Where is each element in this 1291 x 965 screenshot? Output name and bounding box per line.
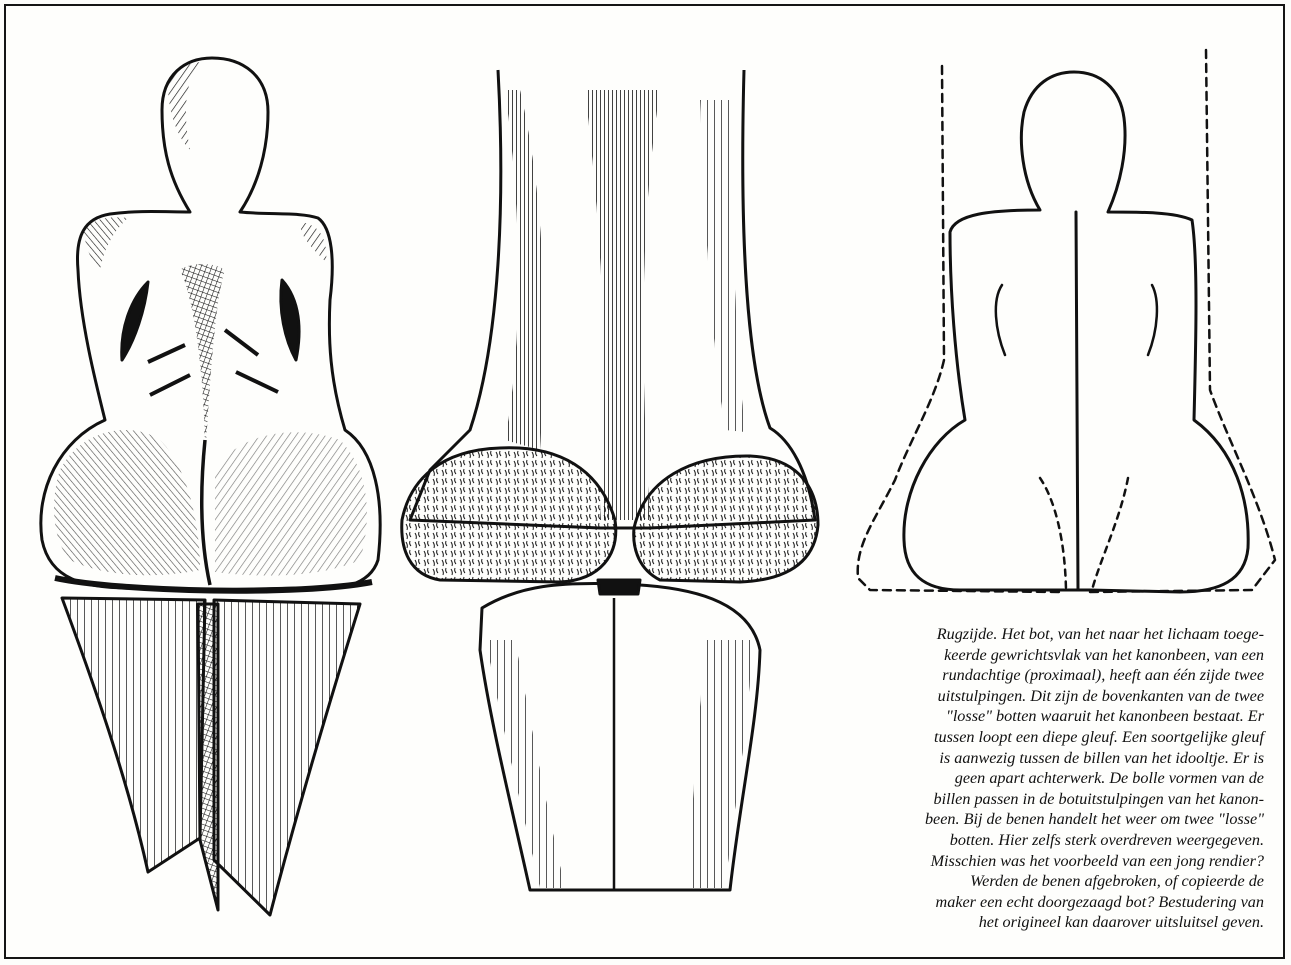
caption-line: Misschien was het voorbeeld van een jong… (800, 851, 1264, 872)
caption-line: tussen loopt een diepe gleuf. Een soortg… (800, 727, 1264, 748)
outline-spine (1076, 212, 1078, 590)
caption-line: het origineel kan daarover uitsluitsel g… (800, 912, 1264, 933)
idol-rear-drawing (41, 58, 380, 915)
outline-dashed-buttock-right (1092, 478, 1128, 590)
idol-left-leg (62, 598, 205, 872)
caption-line: is aanwezig tussen de billen van het ido… (800, 748, 1264, 769)
caption-line: keerde gewrichtsvlak van het kanonbeen, … (800, 645, 1264, 666)
outline-left-arm (996, 285, 1005, 355)
outline-dashed-buttock-left (1040, 478, 1066, 590)
outline-right-arm (1148, 285, 1157, 355)
caption-line: uitstulpingen. Dit zijn de bovenkanten v… (800, 686, 1264, 707)
idol-outline-drawing (858, 50, 1275, 592)
caption-line: rundachtige (proximaal), heeft aan één z… (800, 665, 1264, 686)
caption-line: billen passen in de botuitstulpingen van… (800, 789, 1264, 810)
caption-line: been. Bij de benen handelt het weer om t… (800, 809, 1264, 830)
outline-dashed-left (858, 66, 1060, 592)
idol-buttock-right-shading (215, 432, 367, 575)
bone-joint-drawing (402, 70, 818, 890)
caption-line: botten. Hier zelfs sterk overdreven weer… (800, 830, 1264, 851)
caption-line: geen apart achterwerk. De bolle vormen v… (800, 768, 1264, 789)
caption-line: Rugzijde. Het bot, van het naar het lich… (800, 624, 1264, 645)
caption-line: maker een echt doorgezaagd bot? Bestuder… (800, 892, 1264, 913)
caption-line: "losse" botten waaruit het kanonbeen bes… (800, 706, 1264, 727)
idol-right-leg (214, 600, 360, 915)
idol-leg-gap (198, 604, 218, 910)
bone-joint-gap (598, 580, 640, 594)
figure-caption: Rugzijde. Het bot, van het naar het lich… (800, 624, 1264, 933)
caption-line: Werden de benen afgebroken, of copieerde… (800, 871, 1264, 892)
